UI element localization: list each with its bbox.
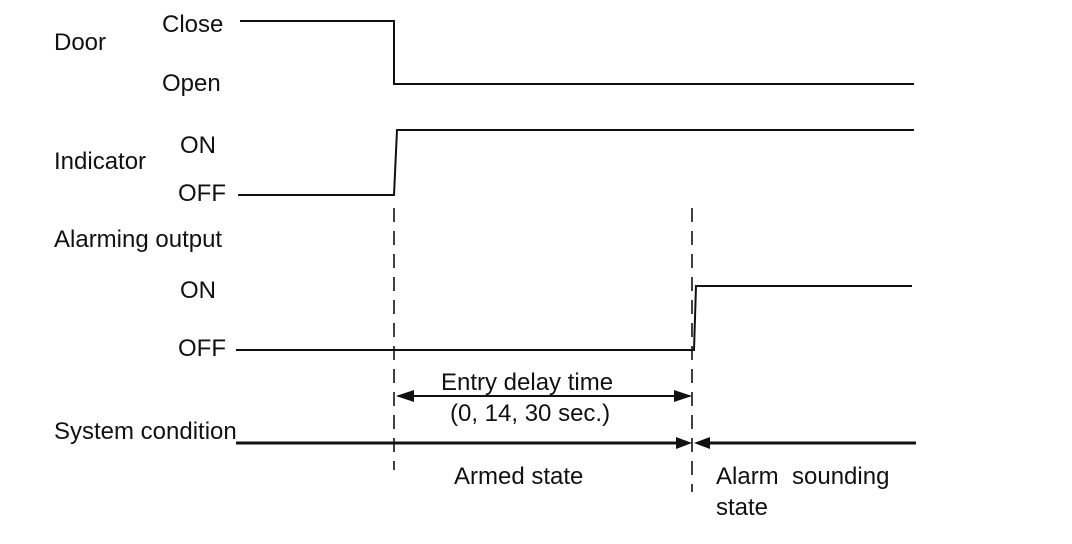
indicator-signal-trace	[238, 129, 914, 196]
door-label: Door	[54, 29, 106, 56]
alarming-output-label: Alarming output	[54, 226, 222, 253]
indicator-on-label: ON	[180, 132, 216, 159]
armed-state-label: Armed state	[454, 463, 583, 490]
alarm-state-label-line2: state	[716, 494, 768, 521]
entry-delay-right-arrowhead	[674, 390, 692, 402]
door-open-label: Open	[162, 70, 221, 97]
indicator-off-label: OFF	[178, 180, 226, 207]
system-condition-label: System condition	[54, 418, 237, 445]
armed-state-arrowhead	[676, 437, 692, 449]
alarm-state-arrowhead	[694, 437, 710, 449]
entry-delay-label: Entry delay time	[441, 369, 613, 396]
alarm-state-label-line1: Alarm sounding	[716, 463, 889, 490]
indicator-label: Indicator	[54, 148, 146, 175]
alarming-output-off-label: OFF	[178, 335, 226, 362]
alarming-output-on-label: ON	[180, 277, 216, 304]
entry-delay-left-arrowhead	[396, 390, 414, 402]
door-signal-trace	[240, 20, 914, 85]
entry-delay-values: (0, 14, 30 sec.)	[450, 400, 610, 427]
door-close-label: Close	[162, 11, 223, 38]
alarming-output-signal-trace	[236, 285, 912, 351]
